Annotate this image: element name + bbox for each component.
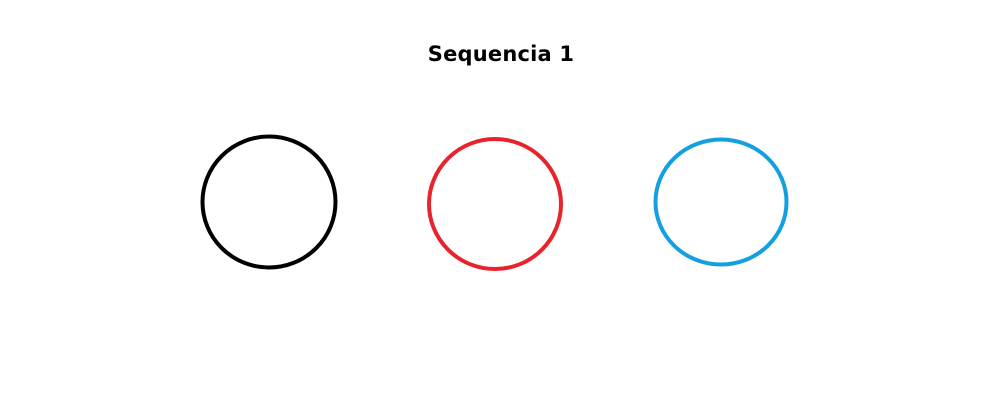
red-circle bbox=[427, 137, 563, 271]
blue-circle bbox=[653, 137, 789, 267]
black-circle bbox=[200, 134, 338, 270]
sequence-title: Sequencia 1 bbox=[427, 42, 575, 66]
